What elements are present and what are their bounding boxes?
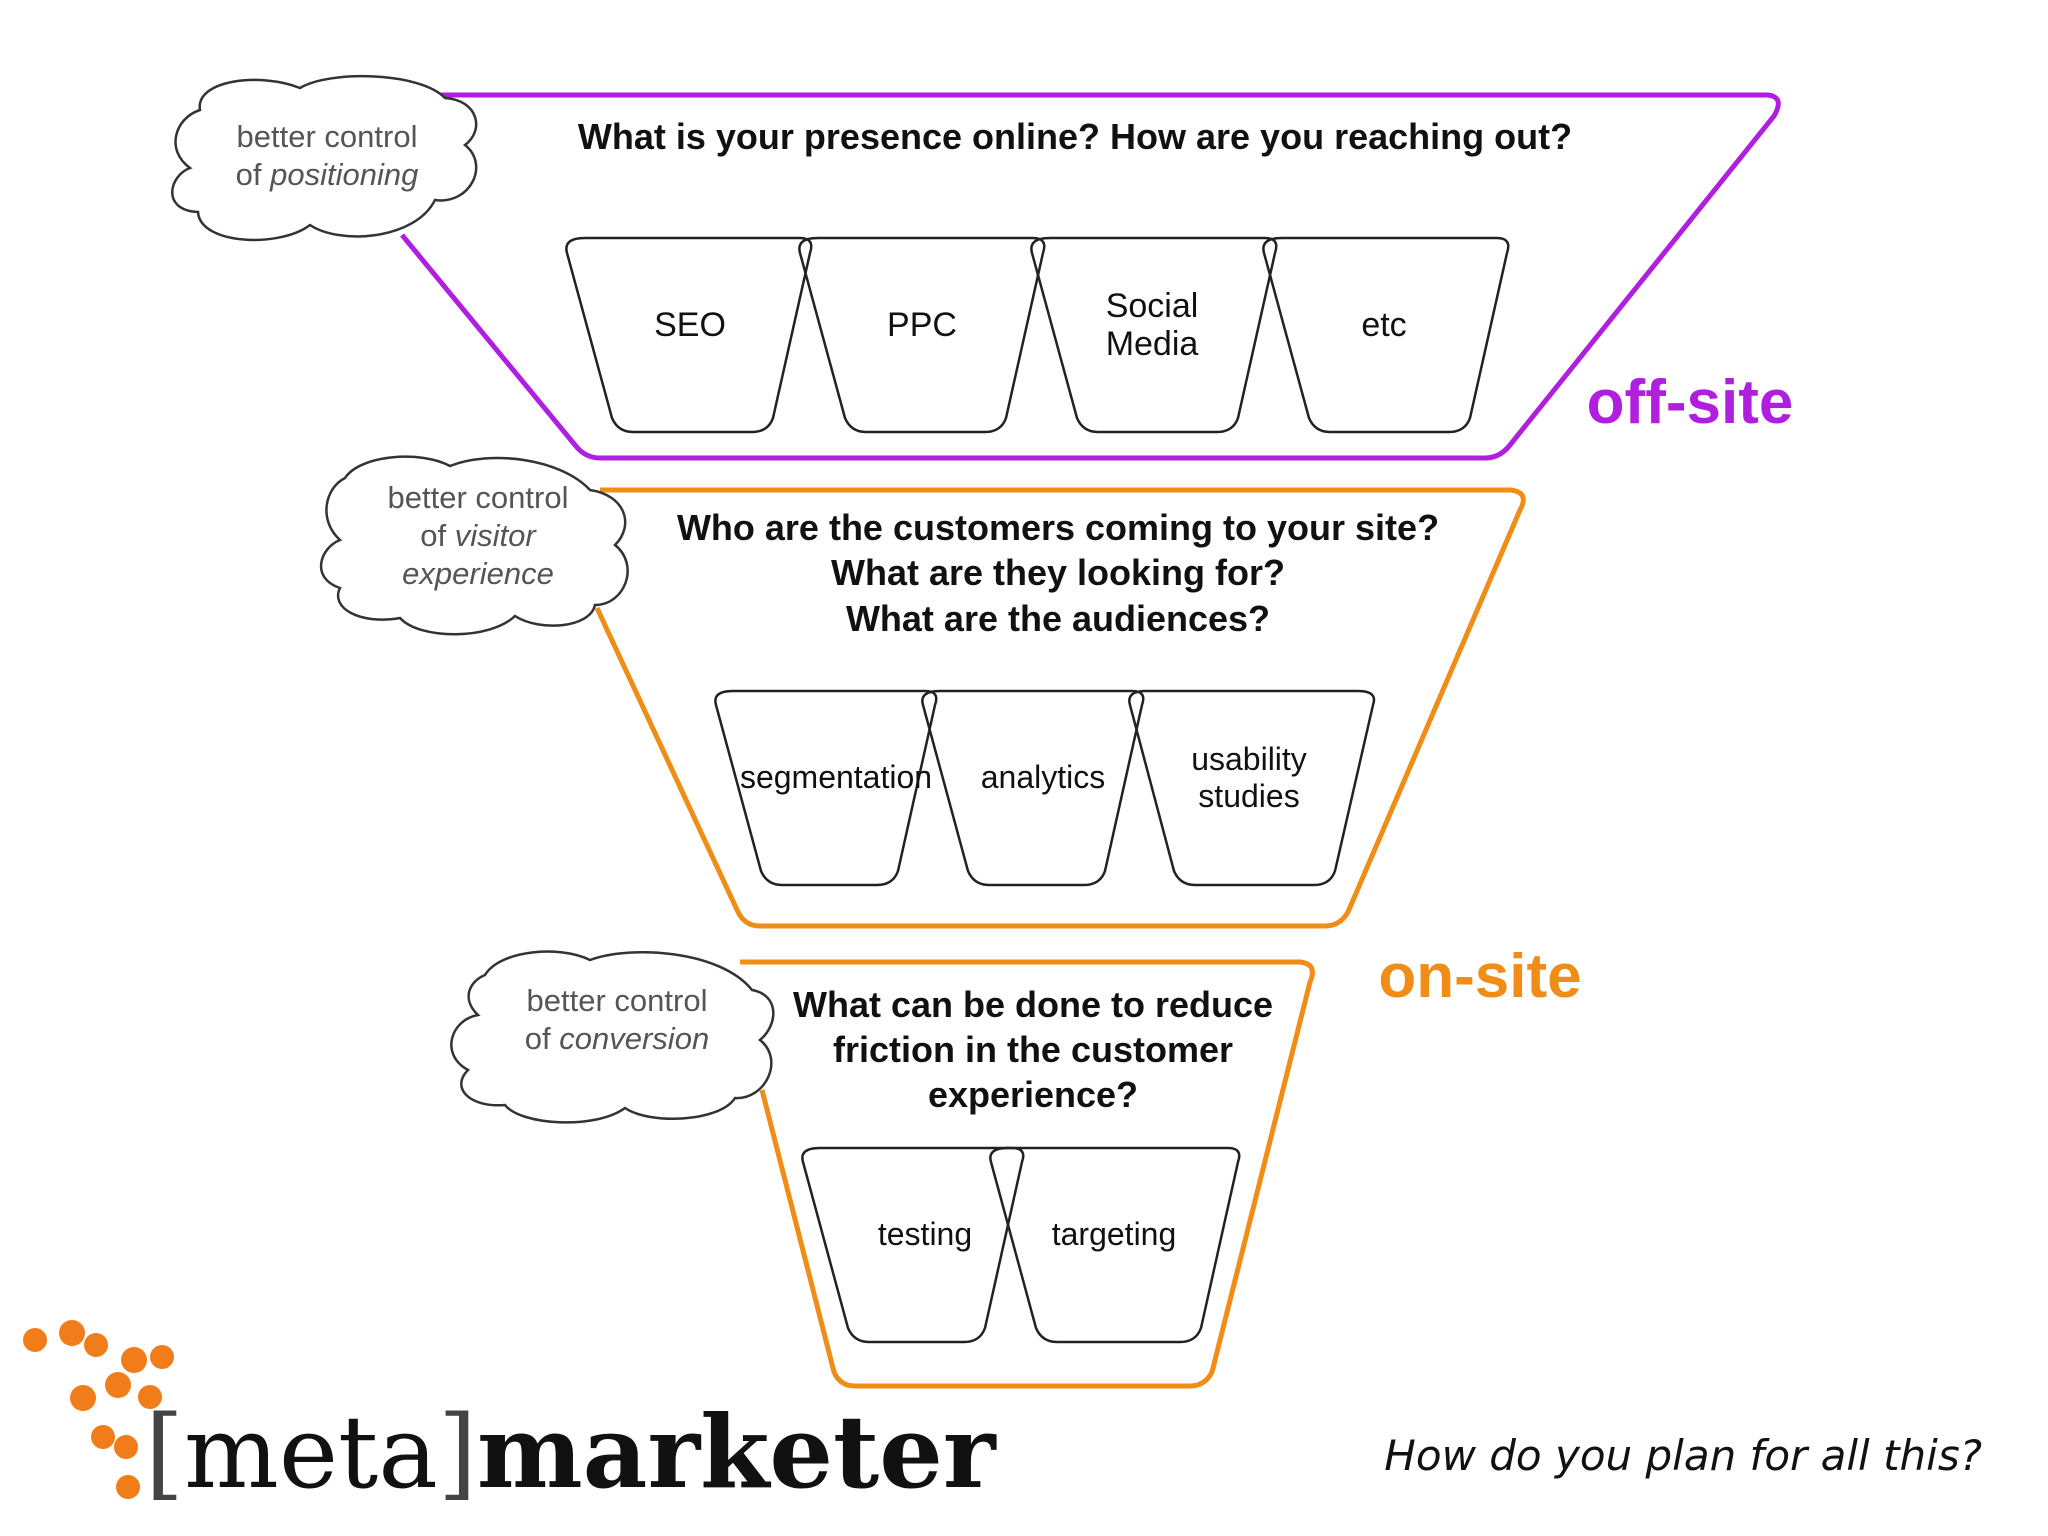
item-label: segmentation [740,759,932,795]
onsite-funnel-outline [740,959,1315,1389]
offsite-item-ppc: PPC [798,236,1046,434]
cloud-text: of visitor [420,518,537,553]
item-box [1262,236,1510,434]
cloud-text: better control [527,983,708,1018]
cloud-shape [171,75,478,242]
visitor-item-analytics: analytics [921,689,1145,887]
cloud-shape [320,455,629,636]
cloud-shape [450,950,775,1124]
offsite-item-etc: etc [1262,236,1510,434]
onsite-cloud: better control of conversion [450,950,775,1124]
item-box [801,1146,1025,1344]
offsite-cloud: better control of positioning [171,75,478,242]
cloud-text: of conversion [525,1021,709,1056]
offsite-question: What is your presence online? How are yo… [578,116,1572,157]
item-box [565,236,813,434]
item-box [1128,689,1376,887]
visitor-tier: Who are the customers coming to your sit… [320,455,1526,929]
item-label: analytics [981,759,1106,795]
onsite-label: on-site [1378,942,1581,1011]
slide-caption: How do you plan for all this? [1384,1431,1982,1480]
item-box [1030,236,1278,434]
onsite-question-line: What can be done to reduce [793,984,1273,1025]
item-label: Social [1106,287,1199,325]
visitor-item-usability-studies: usability studies [1128,689,1376,887]
visitor-question-line: Who are the customers coming to your sit… [677,507,1439,548]
onsite-question-line: experience? [928,1074,1138,1115]
item-box [714,689,938,887]
offsite-label: off-site [1587,368,1794,437]
cloud-text: better control [388,480,569,515]
item-box [989,1146,1241,1344]
logo-wordmark: [meta]marketer [145,1393,997,1511]
visitor-funnel-outline [594,487,1526,929]
item-label: targeting [1052,1216,1177,1252]
onsite-question-line: friction in the customer [833,1029,1233,1070]
item-label: testing [878,1216,972,1252]
item-label: PPC [887,306,957,344]
offsite-item-social-media: Social Media [1030,236,1278,434]
item-label: SEO [654,306,726,344]
visitor-item-segmentation: segmentation [714,689,938,887]
visitor-question-line: What are they looking for? [831,552,1285,593]
cloud-text: of positioning [236,157,419,192]
offsite-item-seo: SEO [565,236,813,434]
visitor-cloud: better control of visitor experience [320,455,629,636]
cloud-text: experience [402,556,554,591]
metamarketer-logo: [meta]marketer [23,1320,997,1511]
item-box [798,236,1046,434]
item-label: usability [1191,741,1307,777]
item-label: studies [1198,778,1299,814]
cloud-text: better control [237,119,418,154]
logo-dots [23,1320,174,1499]
onsite-tier: What can be done to reduce friction in t… [450,942,1582,1389]
item-box [921,689,1145,887]
item-label: Media [1106,325,1199,363]
onsite-item-targeting: targeting [989,1146,1241,1344]
visitor-question-line: What are the audiences? [846,598,1270,639]
offsite-tier: What is your presence online? How are yo… [171,75,1794,461]
item-label: etc [1361,306,1406,344]
offsite-funnel-outline [400,92,1781,461]
onsite-item-testing: testing [801,1146,1025,1344]
